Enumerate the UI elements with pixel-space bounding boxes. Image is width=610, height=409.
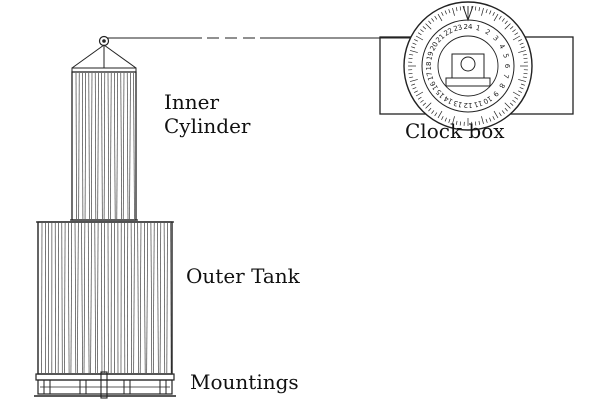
outer-tank [36,221,174,375]
dial-number: 3 [491,34,500,43]
inner-cylinder-label-line1: Inner [164,90,220,114]
dial-number: 13 [453,99,464,109]
dial-number: 5 [501,53,510,59]
dial-number: 17 [425,71,435,82]
dial-number: 6 [503,64,511,69]
inner-cylinder-stripes [75,72,135,220]
dial-number: 4 [497,43,506,51]
dial-number: 16 [428,79,440,91]
dial-number: 23 [453,23,464,33]
outer-tank-stripes [41,222,172,374]
clock-box [379,1,574,131]
dial-number: 11 [473,99,484,109]
dial-number: 1 [475,24,481,33]
dial-number: 8 [497,82,506,90]
dial-number: 20 [429,41,440,53]
mountings-label: Mountings [190,370,299,394]
mountings [34,371,176,399]
clock-box-label: Clock box [405,119,505,143]
dial-number: 14 [442,94,454,106]
dial-number: 24 [464,23,473,31]
dial-number: 21 [434,32,446,44]
dial-number: 12 [464,101,473,109]
dial-number: 9 [491,89,500,98]
inner-cylinder-label-line2: Cylinder [164,114,251,138]
outer-tank-label: Outer Tank [186,264,300,288]
pulley [98,35,110,47]
dial-number: 19 [425,51,435,62]
inner-cylinder-label: Inner Cylinder [164,90,250,138]
dial-number: 18 [425,62,433,71]
dial-number: 7 [501,73,510,79]
dial-number: 15 [434,88,446,100]
dial-number: 2 [484,28,492,37]
dial-number: 10 [482,94,494,105]
dial-number: 22 [443,27,455,38]
inner-cylinder [70,44,138,221]
dial-ticks [408,6,528,126]
